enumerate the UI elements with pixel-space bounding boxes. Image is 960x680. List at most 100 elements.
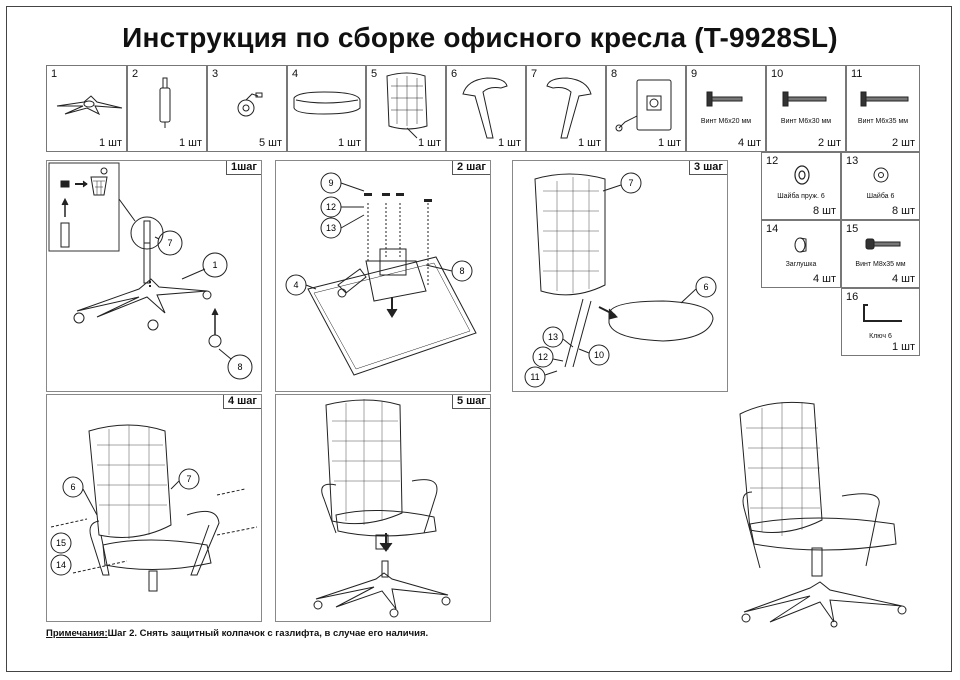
part-cell-3: 3 5 шт xyxy=(207,65,287,152)
part-number: 6 xyxy=(451,68,458,80)
instruction-sheet xyxy=(6,6,952,672)
callout-9: 9 xyxy=(328,178,333,188)
part-number: 16 xyxy=(846,291,859,303)
step-label: 1шаг xyxy=(226,161,261,175)
part-cell-5: 5 1 шт xyxy=(366,65,446,152)
callout-14: 14 xyxy=(56,560,66,570)
callout-12: 12 xyxy=(538,352,548,362)
hex-key-icon xyxy=(863,304,902,322)
callout-10: 10 xyxy=(594,350,604,360)
part-cell-1: 1 1 шт xyxy=(46,65,127,152)
step-label: 4 шаг xyxy=(222,395,261,409)
part-quantity: 4 шт xyxy=(891,273,915,285)
armrest-right-icon xyxy=(546,77,592,139)
part-cell-6: 6 1 шт xyxy=(446,65,526,152)
assembled-chair-illustration xyxy=(739,401,907,628)
bolt-icon xyxy=(865,238,901,250)
part-cell-7: 7 1 шт xyxy=(526,65,606,152)
part-cell-13: 13 Шайба 6 8 шт xyxy=(841,152,920,220)
step-3-panel: 3 шаг 7 6 13 12 10 11 xyxy=(512,160,728,392)
part-cell-2: 2 1 шт xyxy=(127,65,207,152)
screw-icon xyxy=(860,91,909,107)
step-5-illustration xyxy=(313,399,451,618)
caster-icon xyxy=(237,92,263,117)
part-quantity: 4 шт xyxy=(812,273,836,285)
step-3-illustration: 7 6 13 12 10 11 xyxy=(524,172,717,388)
part-quantity: 1 шт xyxy=(577,137,601,149)
armrest-left-icon xyxy=(462,77,508,139)
part-quantity: 8 шт xyxy=(891,205,915,217)
part-cell-9: 9 Винт M6x20 мм 4 шт xyxy=(686,65,766,152)
step-1-illustration: 7 1 8 xyxy=(48,162,253,380)
backrest-icon xyxy=(386,72,428,139)
step-label: 2 шаг xyxy=(451,161,490,175)
part-quantity: 1 шт xyxy=(98,137,122,149)
part-quantity: 1 шт xyxy=(337,137,361,149)
step-label: 5 шаг xyxy=(451,395,490,409)
part-label: Шайба пруж. 6 xyxy=(777,193,825,200)
part-cell-12: 12 Шайба пруж. 6 8 шт xyxy=(761,152,841,220)
part-quantity: 1 шт xyxy=(891,341,915,353)
page-title: Инструкция по сборке офисного кресла (T-… xyxy=(122,22,838,53)
screw-icon xyxy=(782,91,827,107)
step-2-panel: 2 шаг xyxy=(275,160,491,392)
part-number: 11 xyxy=(851,68,863,80)
part-cell-8: 8 1 шт xyxy=(606,65,686,152)
part-quantity: 1 шт xyxy=(178,137,202,149)
part-label: Винт M6x35 мм xyxy=(857,118,909,125)
part-number: 8 xyxy=(611,68,618,80)
step-1-panel: 1шаг xyxy=(46,160,262,392)
step-4-panel: 4 шаг 6 7 15 14 xyxy=(46,394,262,622)
part-cell-11: 11 Винт M6x35 мм 2 шт xyxy=(846,65,920,152)
part-quantity: 2 шт xyxy=(891,137,915,149)
step-4-illustration: 6 7 15 14 xyxy=(50,424,258,592)
screw-icon xyxy=(706,91,743,107)
callout-13: 13 xyxy=(326,223,336,233)
part-number: 2 xyxy=(132,68,139,80)
callout-7: 7 xyxy=(628,178,633,188)
step-5-panel: 5 шаг xyxy=(275,394,491,622)
spring-washer-icon xyxy=(794,165,810,185)
part-number: 5 xyxy=(371,68,378,80)
part-number: 10 xyxy=(771,68,784,80)
part-quantity: 8 шт xyxy=(812,205,836,217)
part-cell-4: 4 1 шт xyxy=(287,65,366,152)
step-2-illustration: 9 12 13 4 8 xyxy=(285,172,477,376)
part-label: Винт M6x30 мм xyxy=(780,118,832,125)
part-number: 3 xyxy=(212,68,219,80)
callout-15: 15 xyxy=(56,538,66,548)
part-label: Ключ 6 xyxy=(869,333,892,340)
star-base-icon xyxy=(56,95,123,116)
part-cell-15: 15 Винт M8x35 мм 4 шт xyxy=(841,220,920,288)
note-text: Шаг 2. Снять защитный колпачок с газлифт… xyxy=(107,628,429,639)
part-number: 7 xyxy=(531,68,538,80)
callout-11: 11 xyxy=(530,372,539,382)
note-label: Примечания: xyxy=(46,628,108,639)
seat-icon xyxy=(293,91,361,115)
part-label: Винт M8x35 мм xyxy=(855,261,906,268)
gas-lift-icon xyxy=(159,77,171,128)
callout-12: 12 xyxy=(326,202,336,212)
part-number: 13 xyxy=(846,155,859,167)
callout-6: 6 xyxy=(70,482,75,492)
part-quantity: 2 шт xyxy=(817,137,841,149)
callout-13: 13 xyxy=(548,332,558,342)
callout-8: 8 xyxy=(237,362,242,372)
callout-7: 7 xyxy=(186,474,191,484)
step-label: 3 шаг xyxy=(688,161,727,175)
part-number: 4 xyxy=(292,68,299,80)
callout-7: 7 xyxy=(167,238,172,248)
part-label: Винт M6x20 мм xyxy=(700,118,752,125)
callout-1: 1 xyxy=(212,260,217,270)
washer-icon xyxy=(873,167,889,183)
part-number: 15 xyxy=(846,223,859,235)
part-label: Шайба 6 xyxy=(866,193,895,200)
part-number: 1 xyxy=(51,68,58,80)
part-cell-16: 16 Ключ 6 1 шт xyxy=(841,288,920,356)
plug-icon xyxy=(794,237,807,253)
part-number: 9 xyxy=(691,68,698,80)
part-cell-14: 14 Заглушка 4 шт xyxy=(761,220,841,288)
part-label: Заглушка xyxy=(785,261,817,268)
part-quantity: 4 шт xyxy=(737,137,761,149)
part-quantity: 1 шт xyxy=(417,137,441,149)
